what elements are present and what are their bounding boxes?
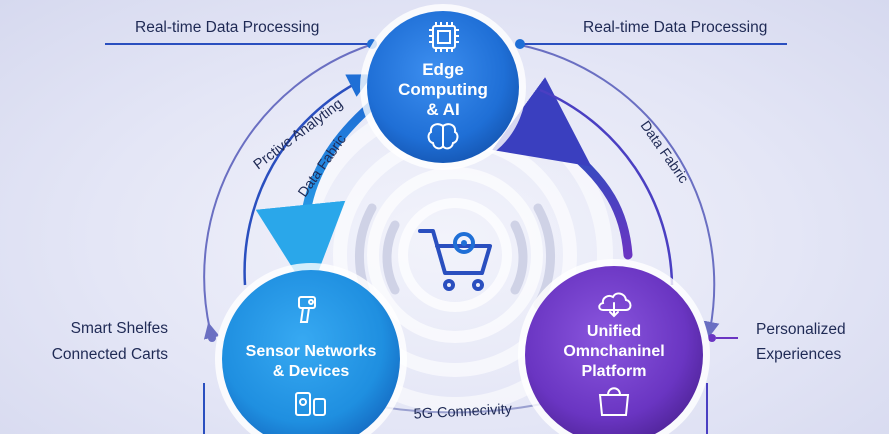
outer-arc-right [519, 44, 720, 338]
left-dot [208, 334, 216, 342]
left-thick-arrow [255, 100, 377, 295]
signal-waves [355, 203, 555, 310]
label-personalized: Personalized [756, 321, 846, 338]
predictive-arc [243, 74, 374, 286]
node-unified-platform[interactable]: Unified Omnchaninel Platform [518, 259, 710, 434]
device-icon [295, 392, 326, 416]
sensor-line1: Sensor Networks [246, 343, 377, 360]
label-5g: 5G Connecivity [413, 401, 513, 422]
label-top-left: Real-time Data Processing [135, 19, 319, 36]
brain-icon [427, 123, 459, 150]
sensor-line2: & Devices [273, 363, 350, 380]
edge-line3: & AI [426, 100, 459, 119]
platform-line3: Platform [582, 363, 647, 380]
label-fabric-right: Data Fabric [638, 118, 693, 186]
label-top-right: Real-time Data Processing [583, 19, 767, 36]
right-dot [708, 334, 716, 342]
label-experiences: Experiences [756, 346, 842, 363]
platform-line1: Unified [587, 323, 641, 340]
label-connected-carts: Connected Carts [52, 346, 169, 363]
label-smart-shelfes: Smart Shelfes [71, 320, 169, 337]
right-thick-arrow [492, 77, 633, 260]
node-edge-computing[interactable]: Edge Computing & AI [360, 4, 526, 170]
edge-line2: Computing [398, 80, 488, 99]
sensor-icon [298, 296, 316, 323]
shopping-cart-icon [418, 229, 492, 291]
chip-icon [429, 22, 459, 52]
top-right-dot [515, 39, 525, 49]
right-mid-arc [539, 88, 674, 286]
outer-arc [203, 44, 371, 340]
node-sensor-networks[interactable]: Sensor Networks & Devices [215, 263, 407, 434]
platform-line2: Omnchaninel [563, 343, 664, 360]
edge-line1: Edge [422, 60, 464, 79]
shopping-bag-icon [598, 387, 630, 416]
cloud-icon [598, 292, 632, 318]
